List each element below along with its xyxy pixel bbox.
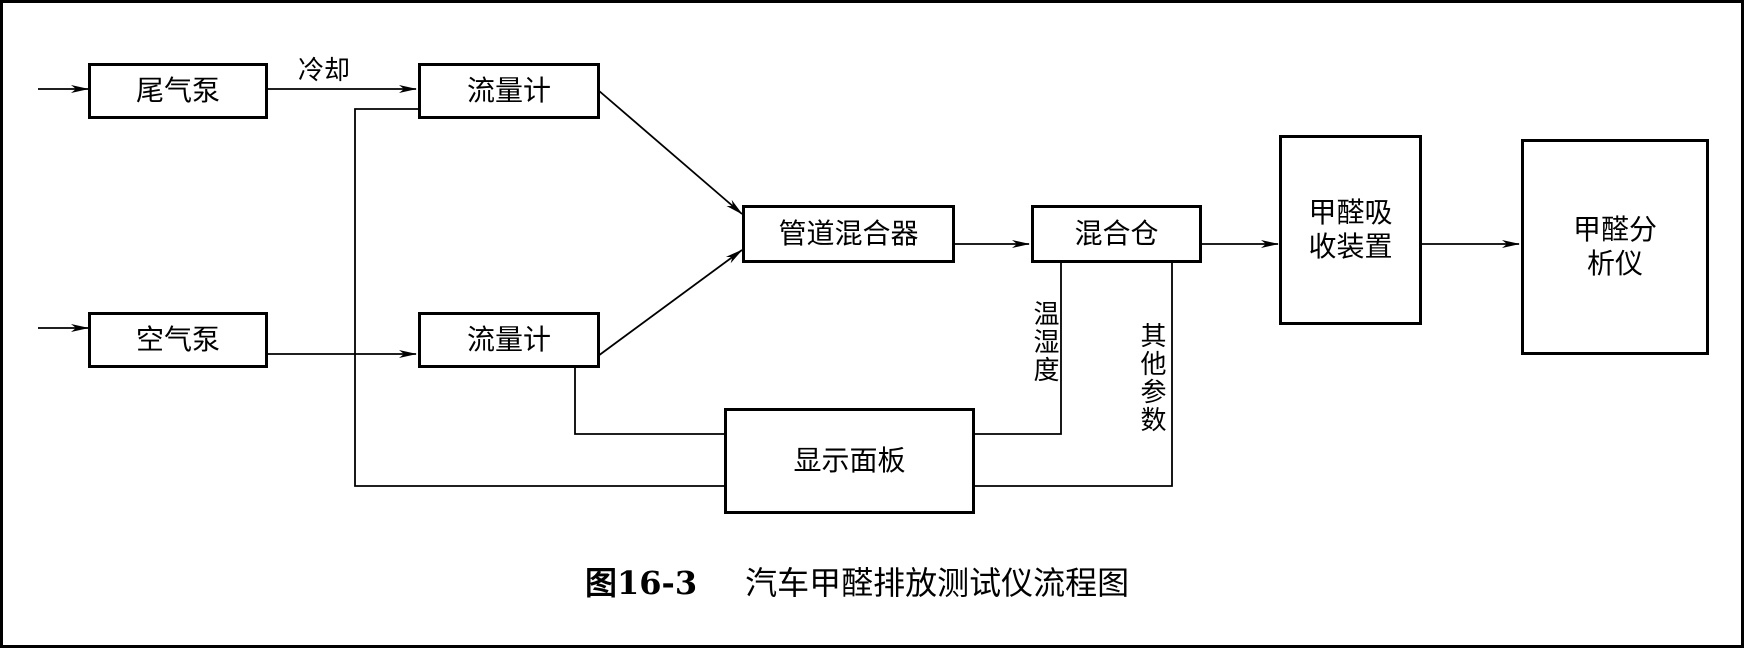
flowmeter-2-box: 流量计 — [418, 312, 600, 368]
figure-title: 汽车甲醛排放测试仪流程图 — [745, 564, 1130, 602]
signal-flowmeter2-to-panel — [574, 367, 727, 435]
mixing-chamber-label: 混合仓 — [1074, 217, 1159, 250]
temp-humidity-label: 温湿度 — [1029, 300, 1059, 384]
pipe-mixer-label: 管道混合器 — [778, 217, 919, 250]
absorber-box: 甲醛吸收装置 — [1279, 135, 1422, 325]
figure-number: 图16-3 — [585, 564, 698, 602]
flowmeter-1-label: 流量计 — [466, 74, 551, 107]
analyzer-label: 甲醛分析仪 — [1572, 213, 1657, 280]
display-panel-label: 显示面板 — [793, 444, 906, 477]
edge-flowmeter2-to-mixer — [597, 249, 743, 357]
pipe-mixer-box: 管道混合器 — [742, 205, 955, 263]
exhaust-pump-box: 尾气泵 — [88, 63, 268, 119]
exhaust-pump-label: 尾气泵 — [135, 74, 220, 107]
signal-flowmeter1-to-panel — [354, 108, 727, 487]
signal-temp-humidity — [974, 263, 1062, 435]
absorber-label: 甲醛吸收装置 — [1308, 196, 1393, 263]
flowmeter-1-box: 流量计 — [418, 63, 600, 119]
mixing-chamber-box: 混合仓 — [1031, 205, 1202, 263]
edge-flowmeter1-to-mixer — [597, 89, 743, 215]
other-params-label: 其他参数 — [1136, 322, 1166, 434]
figure-caption: 图16-3 汽车甲醛排放测试仪流程图 — [585, 558, 1129, 604]
air-pump-label: 空气泵 — [135, 323, 220, 356]
signal-other-params — [974, 263, 1173, 487]
analyzer-box: 甲醛分析仪 — [1521, 139, 1709, 355]
cooling-label: 冷却 — [298, 56, 351, 86]
flowmeter-2-label: 流量计 — [466, 323, 551, 356]
display-panel-box: 显示面板 — [724, 408, 975, 514]
air-pump-box: 空气泵 — [88, 312, 268, 368]
